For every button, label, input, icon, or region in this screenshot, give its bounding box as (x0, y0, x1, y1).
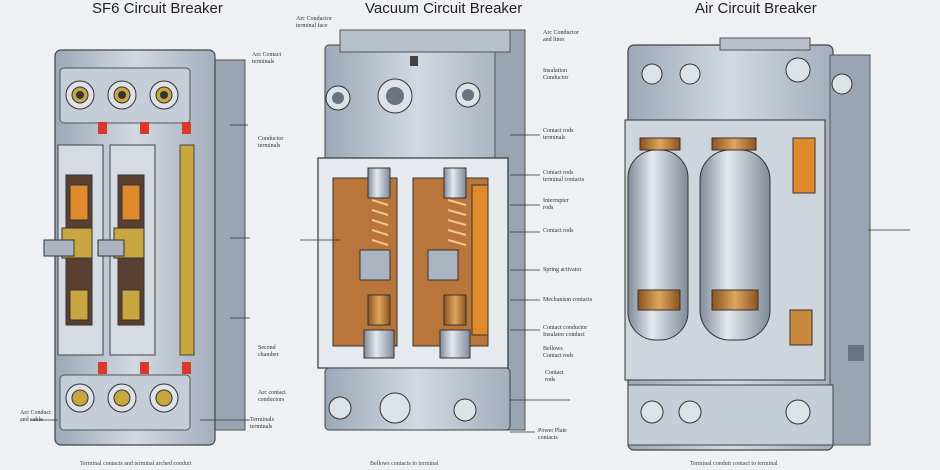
vacuum-label-contact-conductor: Contact conductor Insulator conduct (543, 325, 588, 338)
vacuum-label-spring: Spring activator (543, 267, 582, 273)
sf6-title: SF6 Circuit Breaker (92, 0, 223, 17)
vacuum-label-bellows: Bellows Contact rods (543, 346, 574, 359)
sf6-label-arc-contact-2: Arc contact conductors (258, 390, 286, 403)
vacuum-label-contact-rods: Contact rods (543, 228, 574, 234)
sf6-label-second: Second chamber (258, 345, 279, 358)
sf6-label-terminals: Terminals terminals (250, 417, 274, 430)
vacuum-label-arc-top: Arc Conductor terminal face (296, 16, 332, 29)
vacuum-label-mechanism: Mechanism contacts (543, 297, 593, 303)
sf6-breaker (30, 49, 250, 446)
sf6-top-terminals (65, 80, 179, 110)
sf6-label-arc-bottom: Arc Conduct and cable (20, 410, 51, 423)
air-title: Air Circuit Breaker (695, 0, 817, 17)
vacuum-caption: Bellows contacts to terminal (370, 461, 439, 467)
air-breaker (624, 37, 910, 451)
air-caption: Terminal conduit contact to terminal (690, 461, 778, 467)
vacuum-breaker (300, 29, 570, 433)
vacuum-label-insulation: Insulation Conductor (543, 68, 569, 81)
vacuum-title: Vacuum Circuit Breaker (365, 0, 523, 17)
sf6-label-conductor: Conductor terminals (258, 136, 284, 149)
vacuum-label-interrupter: Interrupter rods (543, 198, 569, 211)
vacuum-label-power-plate: Power Plate contacts (538, 428, 567, 441)
vacuum-label-contacts: Contact rods terminal contacts (543, 170, 585, 183)
sf6-label-arc-contact: Arc Contact terminals (252, 52, 282, 65)
sf6-caption: Terminal contacts and terminal arched co… (80, 461, 192, 467)
vacuum-label-contact-rod: Contact rods terminals (543, 128, 574, 141)
vacuum-label-contact-bottom: Contact rods (545, 370, 564, 383)
vacuum-label-arc-right: Arc Conductor and lines (543, 30, 579, 43)
sf6-red-indicators (98, 122, 191, 374)
